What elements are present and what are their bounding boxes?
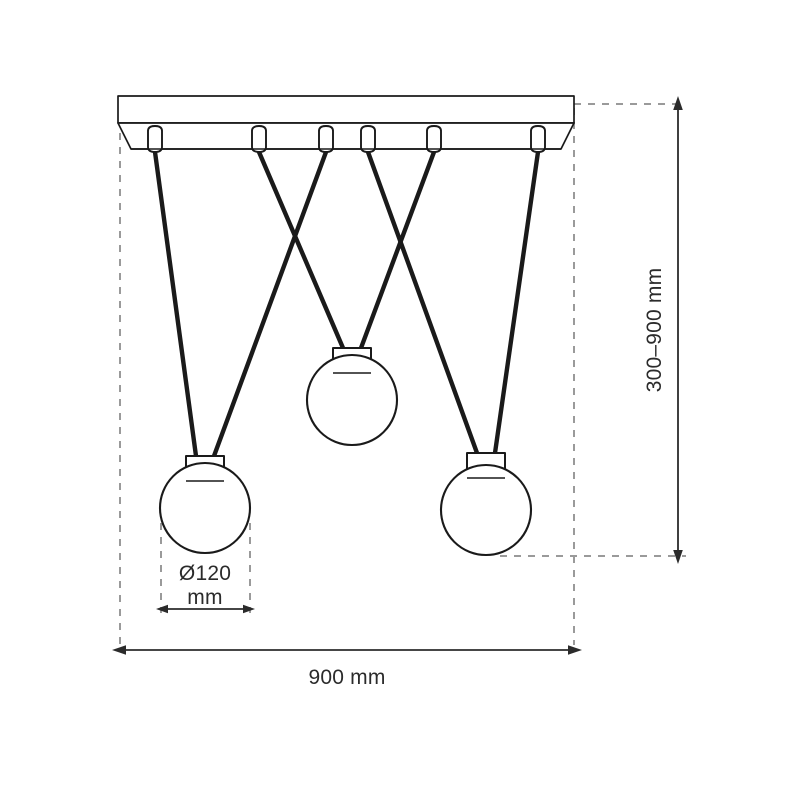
- suspension-cord-4: [365, 149, 480, 456]
- cord-grip-5: [426, 125, 442, 153]
- suspension-cord-6: [492, 149, 541, 456]
- dimension-width-label: 900 mm: [308, 666, 385, 689]
- dimension-drop-label: 300–900 mm: [643, 268, 666, 393]
- dimension-globe-label-line2: mm: [187, 586, 222, 609]
- plate-tapered-body: [117, 122, 575, 150]
- cord-grip-6: [530, 125, 546, 153]
- suspension-cord-3: [211, 149, 329, 459]
- dimension-width: 900 mm: [112, 645, 582, 689]
- pendant-middle: [305, 347, 399, 447]
- pendant-left: [158, 455, 252, 555]
- ceiling-mount-plate: [117, 95, 575, 150]
- suspension-cords: [152, 149, 541, 459]
- cord-grip-2: [251, 125, 267, 153]
- cord-grip-3: [318, 125, 334, 153]
- cord-grips: [147, 125, 546, 153]
- pendant-right: [439, 452, 533, 557]
- dimension-drop-arrow-bottom: [673, 550, 683, 564]
- suspension-cord-1: [152, 149, 199, 459]
- plate-upper-slab: [117, 95, 575, 124]
- dimension-width-arrow-right: [568, 645, 582, 655]
- suspension-cord-2: [256, 149, 346, 351]
- globe-shade-left: [158, 461, 252, 555]
- globe-shade-right: [439, 463, 533, 557]
- dimension-globe-diameter: Ø120 mm: [156, 562, 255, 614]
- cord-grip-4: [360, 125, 376, 153]
- dimension-width-arrow-left: [112, 645, 126, 655]
- globe-shade-middle: [305, 353, 399, 447]
- suspension-cord-5: [358, 149, 437, 351]
- extension-lines: [119, 103, 686, 645]
- dimension-globe-arrow-right: [243, 604, 255, 614]
- dimension-globe-label-line1: Ø120: [179, 562, 231, 585]
- cord-grip-1: [147, 125, 163, 153]
- dimension-drop: 300–900 mm: [643, 96, 683, 564]
- dimension-drop-arrow-top: [673, 96, 683, 110]
- dimension-globe-arrow-left: [156, 604, 168, 614]
